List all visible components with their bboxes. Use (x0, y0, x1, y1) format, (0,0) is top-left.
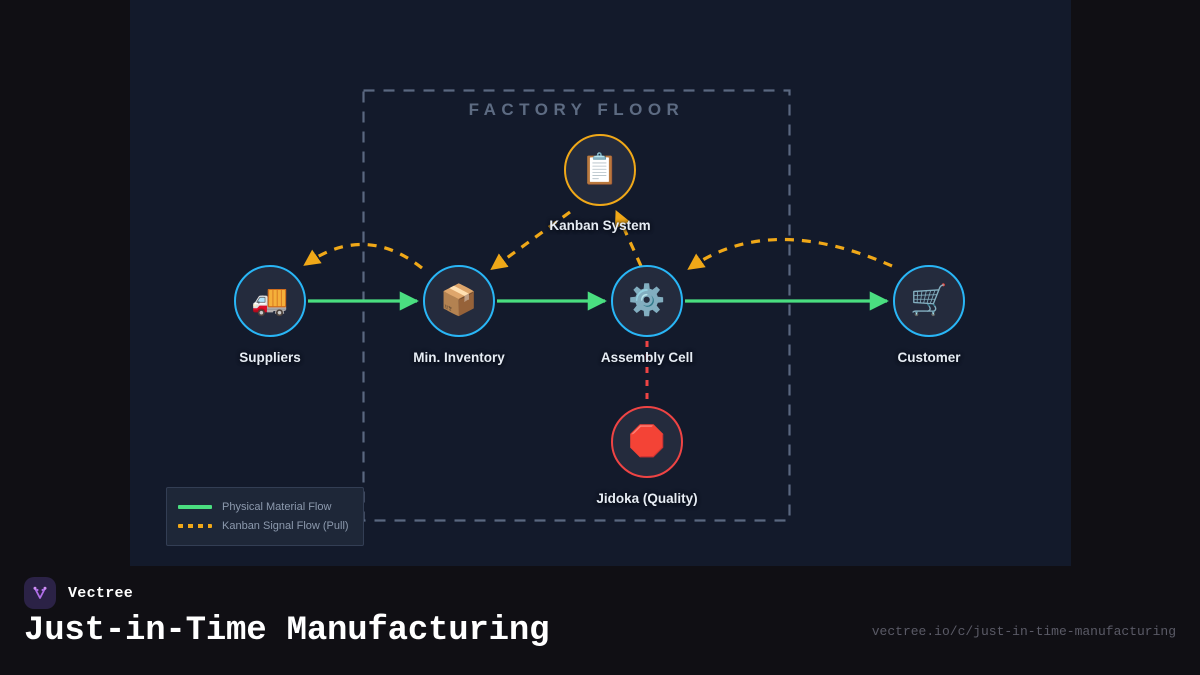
node-jidoka-quality[interactable]: 🛑 (611, 406, 683, 478)
vectree-logo-icon (24, 577, 56, 609)
legend-swatch-dotted-line (178, 523, 212, 528)
node-min-inventory[interactable]: 📦 (423, 265, 495, 337)
node-label-customer: Customer (897, 350, 961, 365)
node-assembly-cell[interactable]: ⚙️ (611, 265, 683, 337)
edge-inventory-suppliers (303, 242, 423, 270)
page-title: Just-in-Time Manufacturing (24, 612, 550, 650)
clipboard-icon: 📋 (581, 153, 619, 186)
kanban-flow-edges (303, 209, 893, 270)
node-customer[interactable]: 🛒 (893, 265, 965, 337)
truck-icon: 🚚 (251, 284, 289, 317)
legend-item-material-flow: Physical Material Flow (178, 497, 352, 516)
node-label-min-inventory: Min. Inventory (413, 350, 505, 365)
node-label-assembly-cell: Assembly Cell (600, 350, 694, 365)
node-label-kanban-system: Kanban System (549, 218, 651, 233)
brand: Vectree (24, 577, 133, 609)
node-label-jidoka-quality: Jidoka (Quality) (596, 491, 698, 506)
gear-icon: ⚙️ (628, 284, 666, 317)
node-label-suppliers: Suppliers (239, 350, 301, 365)
footer: Vectree Just-in-Time Manufacturing (0, 566, 1200, 675)
package-icon: 📦 (440, 284, 478, 317)
node-suppliers[interactable]: 🚚 (234, 265, 306, 337)
legend: Physical Material Flow Kanban Signal Flo… (166, 487, 364, 546)
brand-name: Vectree (68, 584, 134, 602)
factory-floor-boundary (362, 89, 791, 522)
factory-floor-title: FACTORY FLOOR (468, 100, 685, 119)
diagram-canvas: FACTORY FLOOR 🚚 Suppliers 📦 Min. Invento… (130, 0, 1071, 566)
shopping-cart-icon: 🛒 (910, 284, 948, 317)
edge-customer-assembly (687, 237, 893, 270)
legend-label-material-flow: Physical Material Flow (222, 500, 332, 513)
page-url: vectree.io/c/just-in-time-manufacturing (871, 624, 1176, 639)
stop-sign-icon: 🛑 (628, 425, 666, 458)
legend-item-kanban-flow: Kanban Signal Flow (Pull) (178, 516, 352, 535)
node-kanban-system[interactable]: 📋 (564, 134, 636, 206)
diagram-svg (303, 89, 893, 522)
legend-swatch-solid-line (178, 504, 212, 509)
legend-label-kanban-flow: Kanban Signal Flow (Pull) (222, 519, 349, 532)
